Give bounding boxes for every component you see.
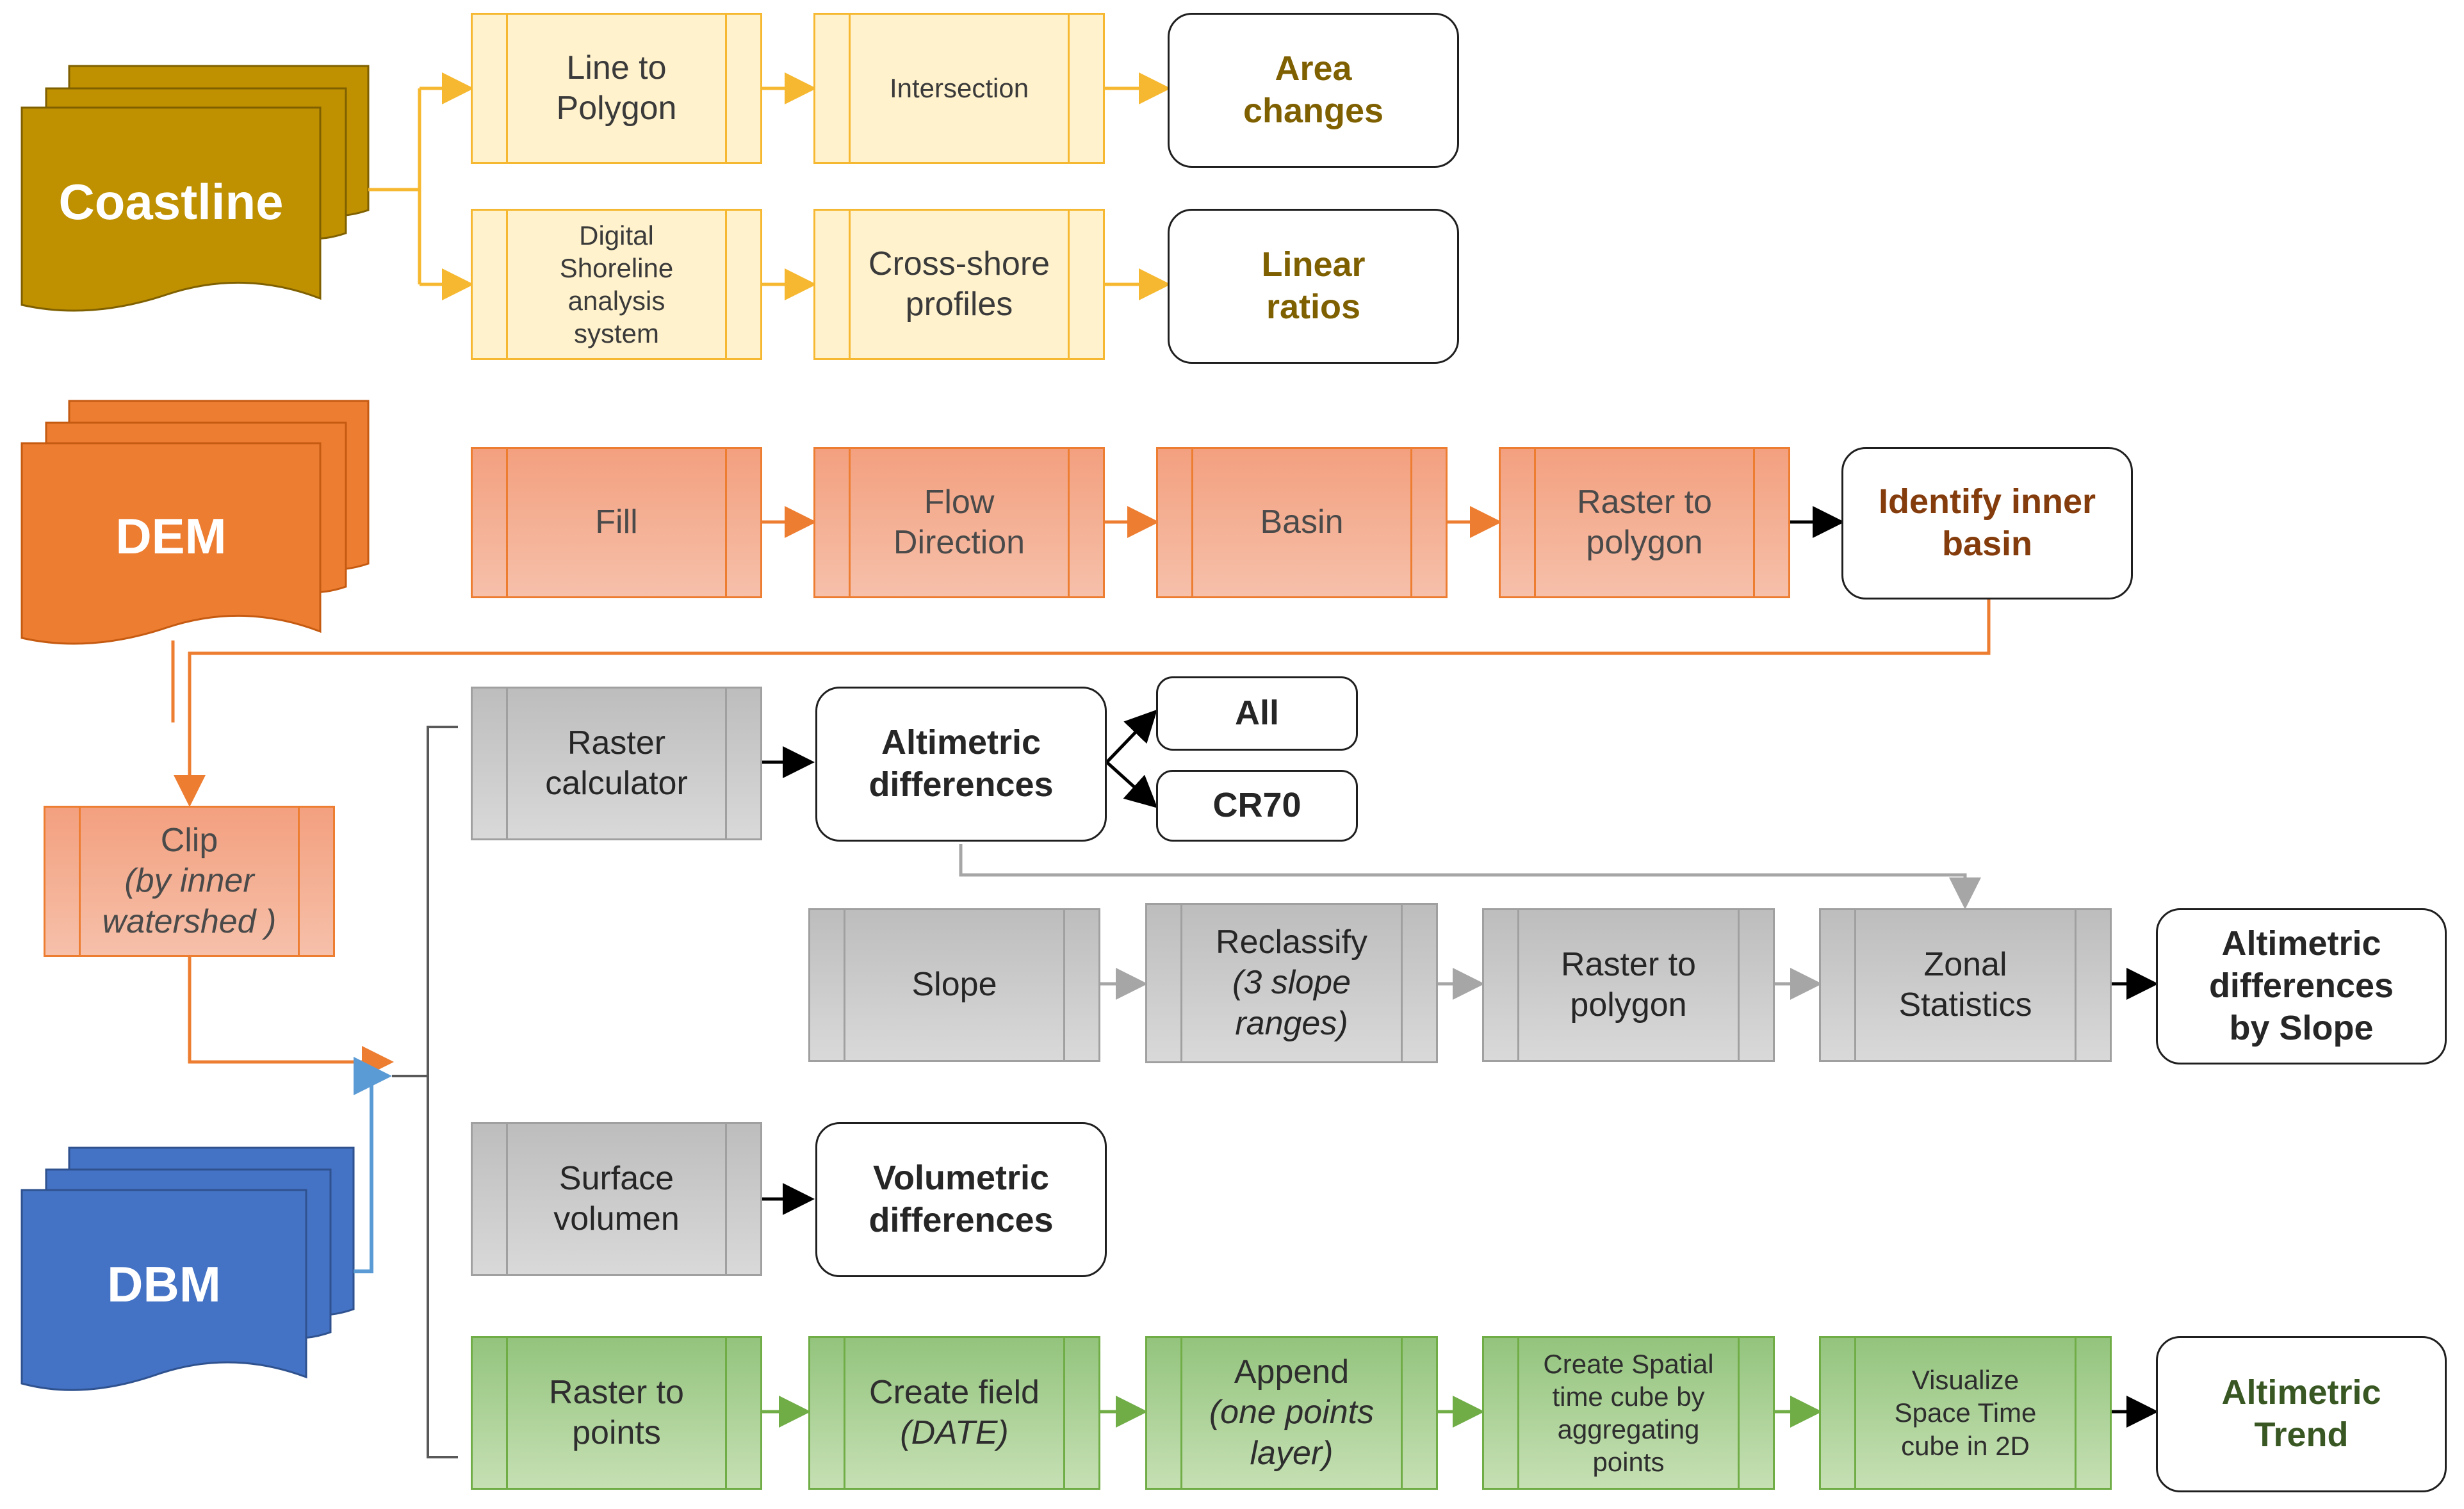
basin-step: Basin: [1156, 447, 1448, 598]
fill-step: Fill: [471, 447, 762, 598]
cross-shore-label: Cross-shore profiles: [868, 245, 1050, 323]
identify-inner-basin-output: Identify inner basin: [1841, 447, 2133, 600]
visualize-cube-step: Visualize Space Time cube in 2D: [1819, 1336, 2112, 1490]
all-output: All: [1156, 676, 1358, 751]
visualize-cube-label: Visualize Space Time cube in 2D: [1894, 1365, 2037, 1461]
dem-document-stack: [20, 400, 370, 645]
altimetric-differences-label: Altimetric differences: [869, 723, 1054, 804]
cr70-output: CR70: [1156, 770, 1358, 842]
clip-title: Clip: [160, 821, 218, 859]
append-subtitle: (one points layer): [1209, 1394, 1375, 1472]
raster-to-polygon-slope-label: Raster to polygon: [1561, 945, 1696, 1024]
dbm-label: DBM: [107, 1256, 221, 1312]
dsas-label: Digital Shoreline analysis system: [559, 220, 674, 349]
basin-label: Basin: [1260, 503, 1344, 541]
dbm-connector: [354, 1057, 392, 1273]
raster-to-polygon-slope-step: Raster to polygon: [1482, 908, 1775, 1062]
create-field-title: Create field: [869, 1373, 1040, 1411]
raster-calculator-label: Raster calculator: [545, 724, 688, 802]
all-label: All: [1234, 694, 1279, 733]
create-space-time-cube-label: Create Spatial time cube by aggregating …: [1543, 1348, 1714, 1478]
raster-to-polygon-dem-label: Raster to polygon: [1577, 483, 1712, 561]
fill-label: Fill: [595, 503, 638, 541]
raster-to-points-label: Raster to points: [549, 1373, 684, 1451]
surface-volumen-step: Surface volumen: [471, 1122, 762, 1276]
zonal-statistics-label: Zonal Statistics: [1898, 945, 2032, 1024]
altimetric-differences-output: Altimetric differences: [815, 687, 1107, 842]
append-step: Append (one points layer): [1145, 1336, 1438, 1490]
area-changes-output: Area changes: [1168, 13, 1459, 168]
coastline-label: Coastline: [58, 174, 284, 230]
reclassify-step: Reclassify (3 slope ranges): [1145, 903, 1438, 1063]
dbm-document-stack: [20, 1146, 355, 1391]
create-field-step: Create field (DATE): [808, 1336, 1100, 1490]
create-field-subtitle: (DATE): [900, 1414, 1009, 1451]
flow-direction-step: Flow Direction: [813, 447, 1105, 598]
raster-to-polygon-dem-step: Raster to polygon: [1499, 447, 1790, 598]
altimetric-connectors: [762, 709, 2158, 1428]
alt-by-slope-label: Altimetric differences by Slope: [2208, 924, 2394, 1047]
cross-shore-step: Cross-shore profiles: [813, 209, 1105, 360]
raster-to-points-step: Raster to points: [471, 1336, 762, 1490]
line-to-polygon-label: Line to Polygon: [556, 49, 677, 127]
altimetric-trend-label: Altimetric Trend: [2221, 1373, 2381, 1454]
altimetric-trend-output: Altimetric Trend: [2156, 1336, 2447, 1492]
append-title: Append: [1234, 1353, 1350, 1391]
cr70-label: CR70: [1212, 786, 1301, 825]
coastline-connectors: [368, 72, 1171, 300]
line-to-polygon-step: Line to Polygon: [471, 13, 762, 164]
dsas-step: Digital Shoreline analysis system: [471, 209, 762, 360]
flow-direction-label: Flow Direction: [893, 483, 1025, 561]
slope-label: Slope: [911, 966, 997, 1004]
create-space-time-cube-step: Create Spatial time cube by aggregating …: [1482, 1336, 1775, 1490]
zonal-statistics-step: Zonal Statistics: [1819, 908, 2112, 1062]
volumetric-differences-label: Volumetric differences: [869, 1159, 1054, 1239]
dem-label: DEM: [115, 508, 227, 564]
identify-inner-basin-label: Identify inner basin: [1878, 482, 2096, 563]
alt-by-slope-output: Altimetric differences by Slope: [2156, 908, 2447, 1064]
area-changes-label: Area changes: [1243, 49, 1384, 130]
slope-connectors: [959, 844, 1981, 1000]
linear-ratios-output: Linear ratios: [1168, 209, 1459, 364]
raster-calculator-step: Raster calculator: [471, 687, 762, 840]
slope-step: Slope: [808, 908, 1100, 1062]
surface-volumen-label: Surface volumen: [553, 1159, 680, 1237]
coastline-document-stack: [20, 65, 370, 312]
reclassify-title: Reclassify: [1216, 923, 1367, 961]
dem-connectors: [171, 506, 1991, 1078]
volumetric-differences-output: Volumetric differences: [815, 1122, 1107, 1277]
input-bracket: [392, 726, 458, 1458]
intersection-step: Intersection: [813, 13, 1105, 164]
clip-subtitle: (by inner watershed ): [102, 862, 277, 940]
intersection-label: Intersection: [889, 73, 1029, 104]
reclassify-subtitle: (3 slope ranges): [1232, 964, 1351, 1042]
clip-step: Clip (by inner watershed ): [44, 806, 335, 957]
linear-ratios-label: Linear ratios: [1261, 245, 1366, 326]
